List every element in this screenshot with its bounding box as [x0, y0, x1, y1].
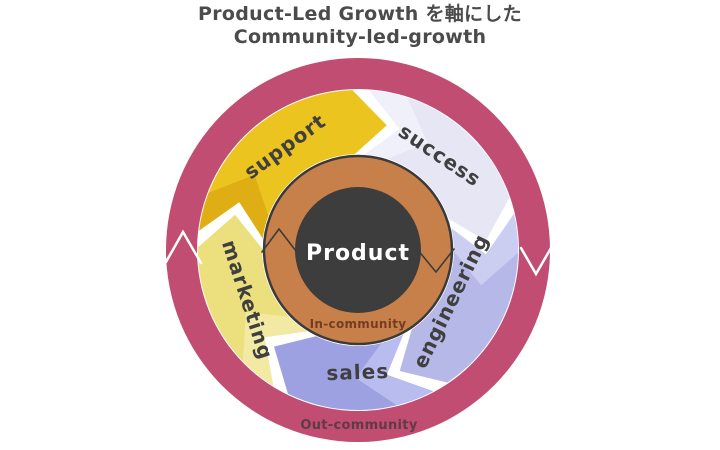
break-mark-outer-right-icon	[519, 246, 553, 277]
product-core-label: Product	[306, 241, 410, 266]
page-title-line2: Community-led-growth	[233, 26, 487, 48]
break-mark-outer-left-icon	[164, 229, 203, 265]
break-mark-inner-right-icon	[416, 248, 455, 274]
out-community-label: Out-community	[300, 418, 417, 433]
segment-marketing-tail-band	[242, 312, 308, 386]
break-mark-inner-left-icon	[261, 227, 297, 253]
in-community-label: In-community	[310, 317, 407, 331]
segment-label-sales: sales	[326, 359, 390, 385]
page-title: Product-Led Growth を軸にした Community-led-g…	[0, 3, 720, 49]
segment-sales-tail-band	[355, 334, 434, 406]
segment-success-tail-band	[364, 90, 428, 159]
segment-engineering-tail-band	[451, 214, 519, 286]
page-title-line1: Product-Led Growth を軸にした	[198, 3, 522, 25]
segment-marketing	[197, 214, 308, 386]
product-core-circle	[295, 187, 421, 313]
segment-support-tail-band	[199, 174, 269, 239]
